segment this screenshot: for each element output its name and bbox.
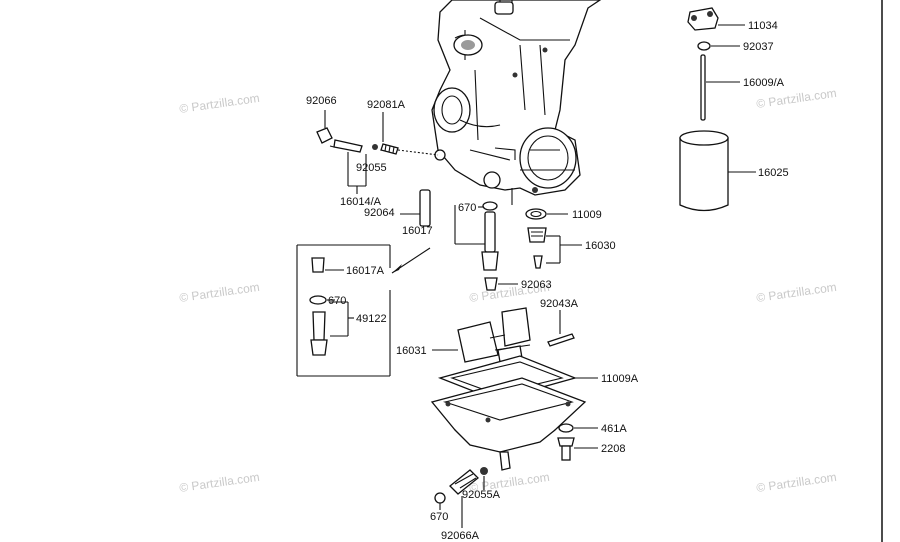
screw-461A — [558, 423, 598, 433]
float-16031 — [432, 307, 531, 363]
needle-holder-11034 — [687, 7, 745, 31]
gasket-11009 — [525, 208, 568, 220]
label-49122: 49122 — [356, 313, 387, 325]
label-92066: 92066 — [306, 95, 337, 107]
watermark: © Partzilla.com — [178, 280, 260, 305]
label-16031: 16031 — [396, 345, 427, 357]
label-2208: 2208 — [601, 443, 625, 455]
label-670: 670 — [430, 511, 448, 523]
label-92063: 92063 — [521, 279, 552, 291]
label-16030: 16030 — [585, 240, 616, 252]
needle-jet-16017 — [454, 201, 499, 271]
float-pin-92043A — [547, 310, 575, 347]
label-16017A: 16017A — [346, 265, 385, 277]
valve-seat-16030 — [527, 227, 582, 269]
watermark: © Partzilla.com — [755, 470, 837, 495]
inset-box — [296, 244, 431, 377]
label-92055A: 92055A — [462, 489, 501, 501]
label-92037: 92037 — [743, 41, 774, 53]
label-16009A: 16009/A — [743, 77, 785, 89]
throttle-valve-16025 — [679, 130, 756, 212]
label-92055: 92055 — [356, 162, 387, 174]
part-labels: 11034 92037 16009/A 16025 92066 92081A 9… — [306, 20, 789, 542]
float-bowl — [430, 377, 587, 471]
label-11034: 11034 — [748, 20, 778, 32]
carburetor-body — [431, 0, 602, 205]
jet-needle-16009 — [700, 54, 740, 121]
label-16017: 16017 — [402, 225, 433, 237]
label-92066A: 92066A — [441, 530, 480, 542]
label-670: 670 — [458, 202, 476, 214]
label-11009: 11009 — [572, 209, 602, 221]
pilot-screw-set — [316, 110, 439, 194]
watermark: © Partzilla.com — [755, 86, 837, 111]
drain-screw-set — [434, 467, 488, 528]
watermark: © Partzilla.com — [178, 91, 260, 116]
watermark: © Partzilla.com — [755, 280, 837, 305]
label-16014A: 16014/A — [340, 196, 382, 208]
label-92043A: 92043A — [540, 298, 579, 310]
label-11009A: 11009A — [601, 373, 639, 385]
label-92081A: 92081A — [367, 99, 406, 111]
pilot-jet-92064 — [400, 189, 431, 227]
washer-92063 — [484, 277, 518, 291]
label-461A: 461A — [601, 423, 627, 435]
label-16025: 16025 — [758, 167, 789, 179]
clip-92037 — [697, 41, 740, 51]
screw-2208 — [557, 437, 598, 461]
label-670: 670 — [328, 295, 346, 307]
label-92064: 92064 — [364, 207, 395, 219]
watermark: © Partzilla.com — [178, 470, 260, 495]
